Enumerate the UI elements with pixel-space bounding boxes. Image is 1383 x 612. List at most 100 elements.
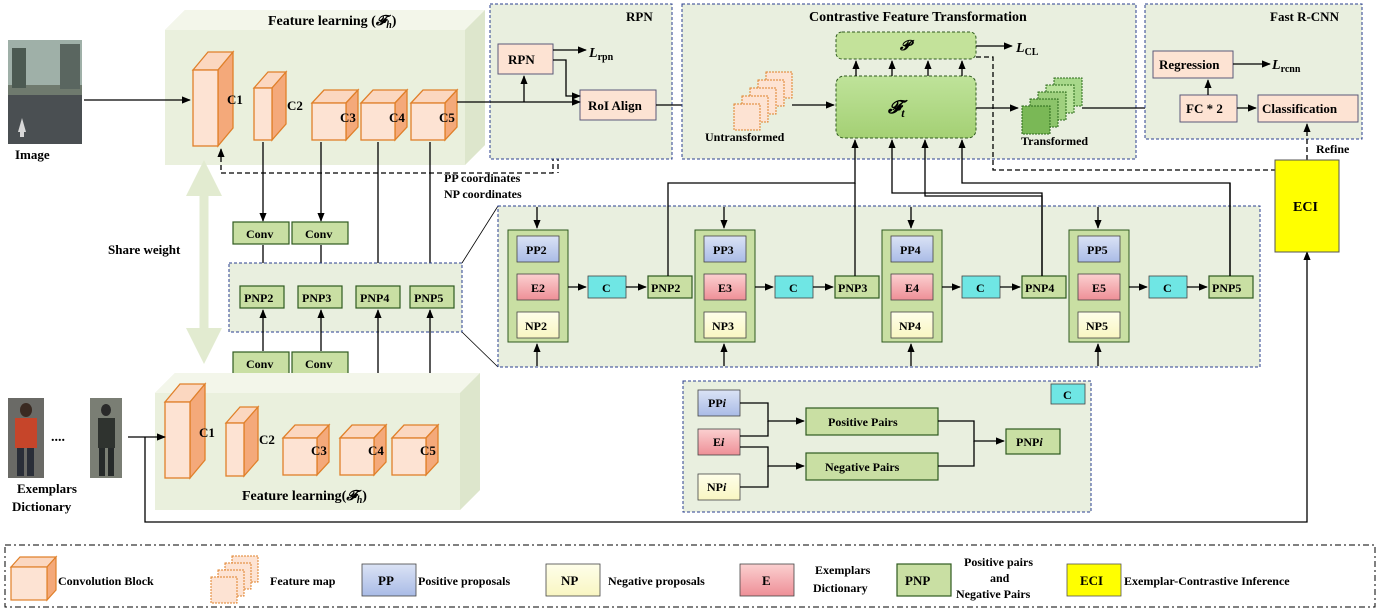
untransformed-label: Untransformed <box>705 130 785 144</box>
image-label: Image <box>15 147 50 162</box>
top-c3: C3 <box>310 88 360 142</box>
conv-box-top-2 <box>291 221 349 245</box>
rpn-box-label: RPN <box>508 52 535 67</box>
p-box <box>835 31 977 60</box>
pnp-group-4: PP4 E4 NP4 C PNP4 <box>881 207 1067 366</box>
legend-conv-label: Convolution Block <box>58 574 154 588</box>
legend-eci-label: ECI <box>1080 573 1103 588</box>
roi-align-label: RoI Align <box>588 98 643 113</box>
svg-text:NP5: NP5 <box>1086 319 1108 333</box>
rcnn-loss: Lrcnn <box>1271 58 1301 75</box>
street-image <box>8 40 82 144</box>
eci-box <box>1274 159 1340 253</box>
svg-text:C4: C4 <box>368 443 384 458</box>
legend-pp-label: PP <box>378 573 394 588</box>
bottom-c3: C3 <box>281 423 331 477</box>
svg-text:C1: C1 <box>227 92 243 107</box>
svg-text:C: C <box>1163 281 1172 295</box>
svg-text:C: C <box>976 281 985 295</box>
legend-pnp-desc-2: and <box>990 571 1010 585</box>
eci-label: ECI <box>1293 200 1318 215</box>
p-to-eci-dashed <box>976 56 1283 171</box>
svg-text:NP2: NP2 <box>525 319 547 333</box>
legend <box>4 544 1376 608</box>
svg-text:C1: C1 <box>199 425 215 440</box>
e-i-box <box>697 428 741 456</box>
cft-panel-title: Contrastive Feature Transformation <box>809 10 1027 25</box>
svg-text:PNP2: PNP2 <box>651 281 680 295</box>
pnp-i-label: PNPi <box>1016 435 1043 449</box>
legend-np-label: NP <box>561 573 578 588</box>
legend-e-desc-1: Exemplars <box>815 563 871 577</box>
classification-box <box>1257 94 1359 123</box>
pnp4-box <box>355 285 401 309</box>
exemplar-person-2 <box>90 398 122 478</box>
positive-pairs-label: Positive Pairs <box>828 415 898 429</box>
rpn-loss: Lrpn <box>588 46 614 63</box>
regression-label: Regression <box>1159 57 1220 72</box>
svg-text:C: C <box>602 281 611 295</box>
c-module-tag-label: C <box>1063 388 1072 402</box>
pp-coordinates-label: PP coordinates <box>444 171 521 185</box>
np-coordinates-label: NP coordinates <box>444 187 522 201</box>
top-conv-layers: C1 C2 C3 C4 C5 <box>191 50 459 148</box>
e-i-label: Ei <box>713 435 725 449</box>
pp-i-box <box>697 389 741 417</box>
svg-text:C5: C5 <box>420 443 436 458</box>
legend-pnp-desc-1: Positive pairs <box>964 555 1033 569</box>
share-weight-label: Share weight <box>108 242 181 257</box>
conv-label: Conv <box>305 357 332 371</box>
pnp2-box <box>239 285 285 309</box>
svg-text:C2: C2 <box>259 432 275 447</box>
pnp3-box <box>297 285 343 309</box>
svg-text:PP2: PP2 <box>526 243 547 257</box>
exemplars-label-line1: Exemplars <box>17 481 77 496</box>
top-c5: C5 <box>409 88 459 142</box>
pnp-group-3: PP3 E3 NP3 C PNP3 <box>694 207 880 366</box>
bottom-c1: C1 <box>163 382 215 480</box>
svg-text:E5: E5 <box>1092 281 1106 295</box>
bottom-c4: C4 <box>338 423 388 477</box>
pnp5-label: PNP5 <box>414 291 443 305</box>
legend-eci-desc: Exemplar-Contrastive Inference <box>1124 574 1290 588</box>
svg-text:E2: E2 <box>531 281 545 295</box>
exemplars-label-line2: Dictionary <box>12 499 72 514</box>
legend-e-label: E <box>762 573 771 588</box>
bottom-conv-layers: C1 C2 C3 C4 C5 <box>163 382 440 480</box>
svg-text:C: C <box>789 281 798 295</box>
conv-label: Conv <box>305 227 332 241</box>
legend-pnp-label: PNP <box>905 573 930 588</box>
legend-feature-map-icon <box>210 555 259 604</box>
transformed-feature-maps <box>1021 77 1083 135</box>
top-block-title: Feature learning (𝓕h) <box>268 14 397 31</box>
svg-text:PP4: PP4 <box>900 243 921 257</box>
legend-pnp-box <box>896 563 952 597</box>
svg-text:PNP4: PNP4 <box>1025 281 1054 295</box>
fc-label: FC * 2 <box>1186 101 1223 116</box>
conv-box-top-1 <box>232 221 290 245</box>
bottom-c5: C5 <box>390 423 440 477</box>
legend-np-desc: Negative proposals <box>608 574 705 588</box>
svg-text:E4: E4 <box>905 281 919 295</box>
svg-text:C5: C5 <box>439 110 455 125</box>
conv-label: Conv <box>246 227 273 241</box>
svg-text:PP3: PP3 <box>713 243 734 257</box>
refine-label: Refine <box>1316 142 1350 156</box>
pnp4-label: PNP4 <box>360 291 389 305</box>
pnp3-label: PNP3 <box>302 291 331 305</box>
ft-box <box>835 75 977 139</box>
c-module-tag <box>1050 383 1086 405</box>
bottom-block-title: Feature learning(𝓕h) <box>242 489 367 506</box>
fast-rcnn-title: Fast R-CNN <box>1270 9 1340 24</box>
negative-pairs-box <box>805 452 939 481</box>
pp-i-label: PPi <box>708 396 727 410</box>
positive-pairs-box <box>805 407 939 436</box>
svg-text:NP3: NP3 <box>712 319 734 333</box>
svg-text:PNP5: PNP5 <box>1212 281 1241 295</box>
svg-text:PNP3: PNP3 <box>838 281 867 295</box>
rpn-box <box>497 43 554 75</box>
pnp-group-2: PP2 E2 NP2 C PNP2 <box>507 207 693 366</box>
rpn-panel-title: RPN <box>626 9 653 24</box>
cl-loss: LCL <box>1015 41 1039 58</box>
np-i-box <box>697 473 741 501</box>
